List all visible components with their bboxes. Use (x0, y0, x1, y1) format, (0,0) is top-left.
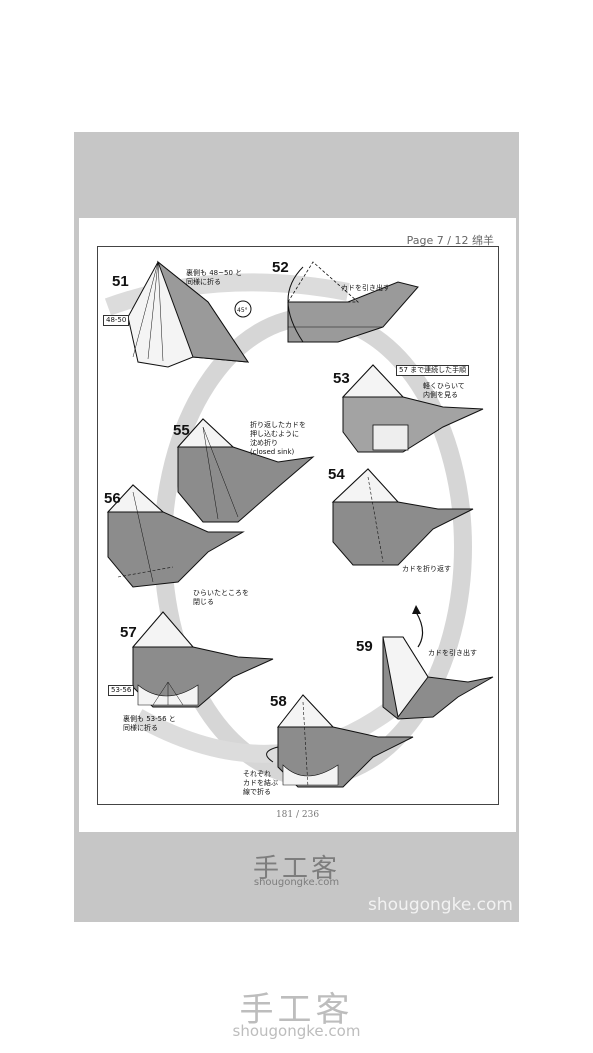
diagram-drawing: 45° (104, 260, 494, 788)
step-number-52: 52 (272, 259, 289, 276)
step-number-53: 53 (333, 370, 350, 387)
caption-step-58: それぞれ カドを結ぶ 線で折る (243, 770, 278, 796)
figure-step-55 (176, 418, 315, 523)
figure-step-54 (331, 468, 474, 566)
ref-tag-53-56: 53-56 (108, 685, 135, 696)
bottom-logo-en: shougongke.com (232, 1022, 361, 1040)
document-page: Page 7 / 12 绵羊 45° (79, 218, 516, 832)
watermark-corner-text: shougongke.com (368, 895, 513, 915)
step-number-59: 59 (356, 638, 373, 655)
step-number-51: 51 (112, 273, 129, 290)
page-number: 181 / 236 (275, 810, 320, 820)
caption-step-57: 裏側も 53-56 と 同様に折る (123, 715, 176, 732)
watermark-logo-cn: 手工客 (252, 854, 340, 884)
figure-step-51: 45° (127, 260, 252, 368)
diagram-area: 45° (97, 246, 499, 805)
page-header: Page 7 / 12 绵羊 (406, 234, 494, 247)
figure-step-52 (287, 261, 419, 343)
figure-step-56 (106, 484, 245, 588)
figure-step-59 (382, 605, 494, 720)
caption-step-55: 折り返したカドを 押し込むように 沈め折り (closed sink) (250, 421, 306, 456)
step-number-55: 55 (173, 422, 190, 439)
step-number-56: 56 (104, 490, 121, 507)
note-tag-continuous: 57 まで連続した手順 (396, 365, 470, 376)
figure-step-58 (266, 694, 414, 788)
step-number-54: 54 (328, 466, 345, 483)
figure-step-57 (131, 611, 274, 708)
caption-step-53: 軽くひらいて 内側を見る (423, 382, 465, 399)
watermark-logo-en: shougongke.com (253, 877, 340, 888)
caption-step-51: 裏側も 48~50 と 同様に折る (186, 269, 243, 286)
ref-tag-48-50: 48-50 (103, 315, 130, 326)
figure-step-53 (341, 364, 484, 453)
step-number-58: 58 (270, 693, 287, 710)
step-number-57: 57 (120, 624, 137, 641)
caption-step-52: カドを引き出す (341, 284, 390, 292)
caption-step-59: カドを引き出す (428, 649, 477, 657)
caption-step-54: カドを折り返す (402, 565, 451, 573)
angle-label-51: 45° (237, 307, 248, 314)
caption-step-56: ひらいたところを 閉じる (193, 589, 249, 606)
bottom-logo-cn: 手工客 (239, 990, 354, 1030)
